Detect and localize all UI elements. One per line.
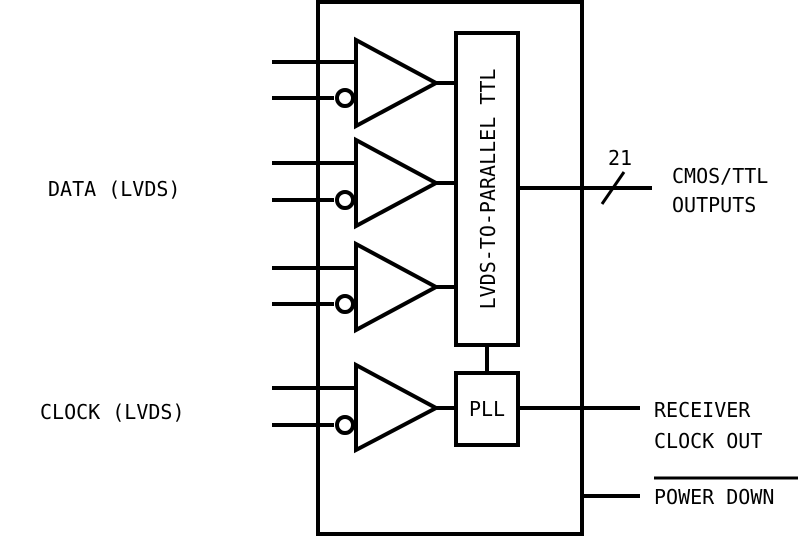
data-lvds-label: DATA (LVDS): [48, 177, 180, 201]
pll-block: [454, 371, 520, 447]
receiver-1-inversion-bubble: [335, 88, 355, 108]
pll-label: PLL: [469, 397, 505, 421]
clock-receiver-inversion-bubble: [335, 415, 355, 435]
bus-width-slash: [600, 171, 626, 205]
lvds-receiver-1: [272, 36, 456, 130]
receiver-2-buffer-triangle: [354, 136, 441, 230]
clock-lvds-label: CLOCK (LVDS): [40, 400, 185, 424]
power-down-label: POWER DOWN: [654, 485, 774, 509]
outputs-label-line1: CMOS/TTL: [672, 164, 768, 188]
clock-out-label-line2: CLOCK OUT: [654, 429, 762, 453]
receiver-1-buffer-triangle: [354, 36, 441, 130]
receiver-3-inversion-bubble: [335, 294, 355, 314]
clock-out-label-line1: RECEIVER: [654, 398, 751, 422]
outputs-label-line2: OUTPUTS: [672, 193, 756, 217]
lvds-receiver-2: [272, 136, 456, 230]
clock-receiver-buffer-triangle: [354, 361, 441, 454]
receiver-2-inversion-bubble: [335, 190, 355, 210]
receiver-3-buffer-triangle: [354, 240, 441, 334]
clock-receiver: [272, 361, 456, 454]
lvds-to-parallel-label: LVDS-TO-PARALLEL TTL: [476, 69, 500, 310]
lvds-receiver-3: [272, 240, 456, 334]
bus-width-label: 21: [608, 146, 632, 170]
